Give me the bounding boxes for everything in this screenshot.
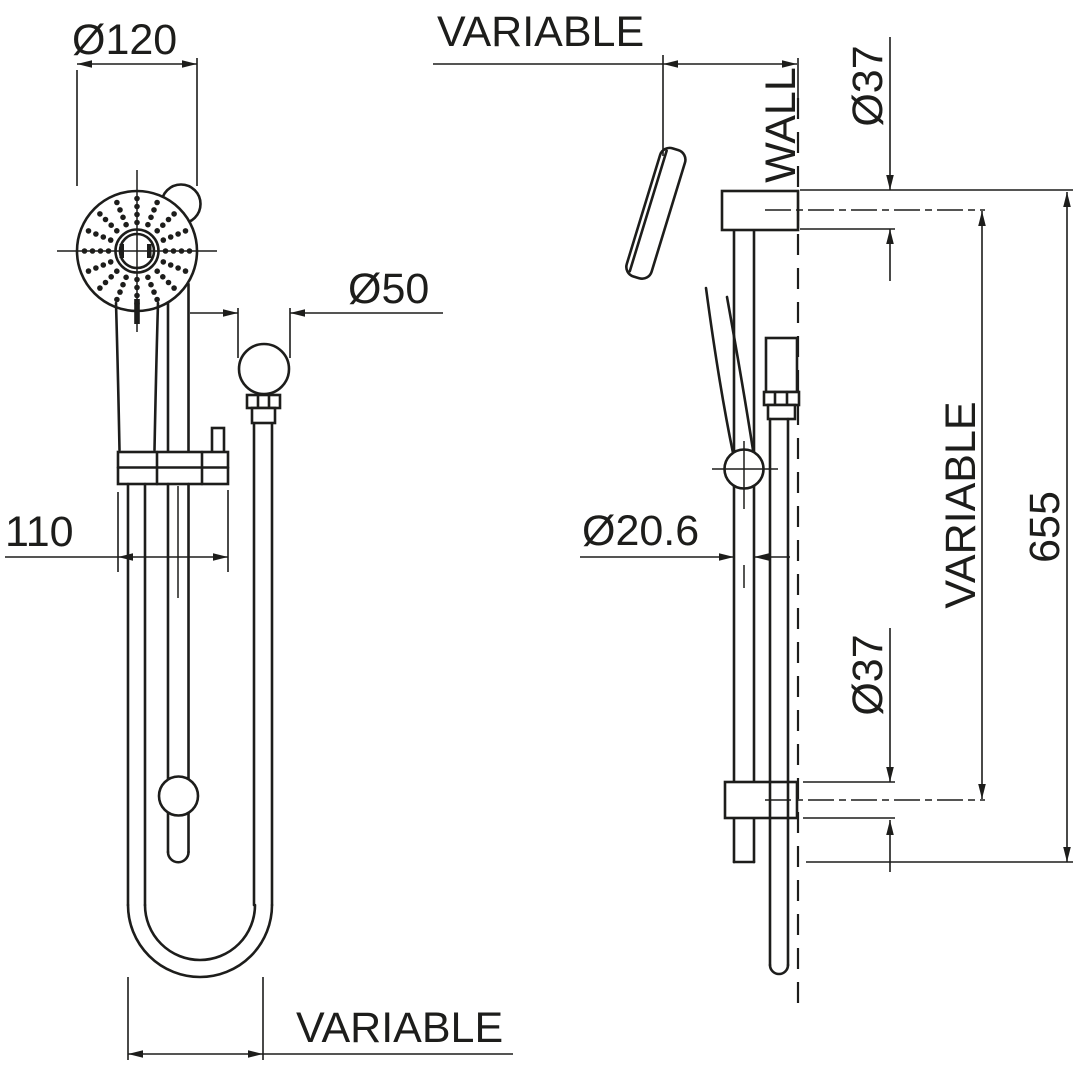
handle-side xyxy=(704,286,755,455)
extension-lines-right xyxy=(765,189,1073,863)
dim-elbow-diameter: Ø50 xyxy=(190,265,443,358)
dim-wall-offset: VARIABLE WALL xyxy=(433,8,805,183)
handle-front xyxy=(114,301,160,452)
hand-shower-side xyxy=(625,146,687,280)
hose-outlet-side xyxy=(762,336,801,421)
shower-head-front xyxy=(57,170,217,332)
slider-knob-side xyxy=(712,441,778,509)
slider-bracket-front xyxy=(116,426,230,486)
bottom-flange-front xyxy=(157,775,200,817)
dim-hose-loop-width: VARIABLE xyxy=(127,977,513,1060)
dim-top-flange: Ø37 xyxy=(844,37,894,281)
center-mark-left xyxy=(119,244,124,258)
hose-loop-width-label: VARIABLE xyxy=(296,1004,503,1052)
dim-rail-diameter: Ø20.6 xyxy=(580,507,790,588)
hose-side xyxy=(768,417,790,976)
bracket-spacing-label: VARIABLE xyxy=(937,401,985,608)
dim-bracket-spacing: VARIABLE xyxy=(937,211,986,799)
front-view xyxy=(57,170,291,979)
bottom-flange-diameter-label: Ø37 xyxy=(844,634,892,715)
dim-slider-offset: 110 xyxy=(5,490,229,572)
head-diameter-label: Ø120 xyxy=(72,16,177,64)
spray-dots xyxy=(81,195,193,307)
dim-head-diameter: Ø120 xyxy=(72,16,198,186)
slider-release-tab xyxy=(210,426,226,456)
slider-offset-label: 110 xyxy=(5,508,74,556)
rail-diameter-label: Ø20.6 xyxy=(582,507,699,555)
rail-side xyxy=(732,228,756,864)
center-mark-bottom xyxy=(134,299,140,324)
top-flange-diameter-label: Ø37 xyxy=(844,45,892,126)
rail-length-label: 655 xyxy=(1021,491,1069,563)
wall-offset-label: VARIABLE xyxy=(437,8,644,56)
dim-rail-length: 655 xyxy=(1021,192,1071,862)
hose-front xyxy=(126,421,274,979)
wall-elbow-ball-front xyxy=(237,342,291,425)
wall-label: WALL xyxy=(757,67,805,183)
dim-bottom-flange: Ø37 xyxy=(844,628,894,872)
center-mark-right xyxy=(147,244,152,258)
elbow-diameter-label: Ø50 xyxy=(348,265,429,313)
side-view xyxy=(625,58,801,1012)
dimensions: Ø120 Ø50 110 VARIABLE xyxy=(5,8,1073,1060)
